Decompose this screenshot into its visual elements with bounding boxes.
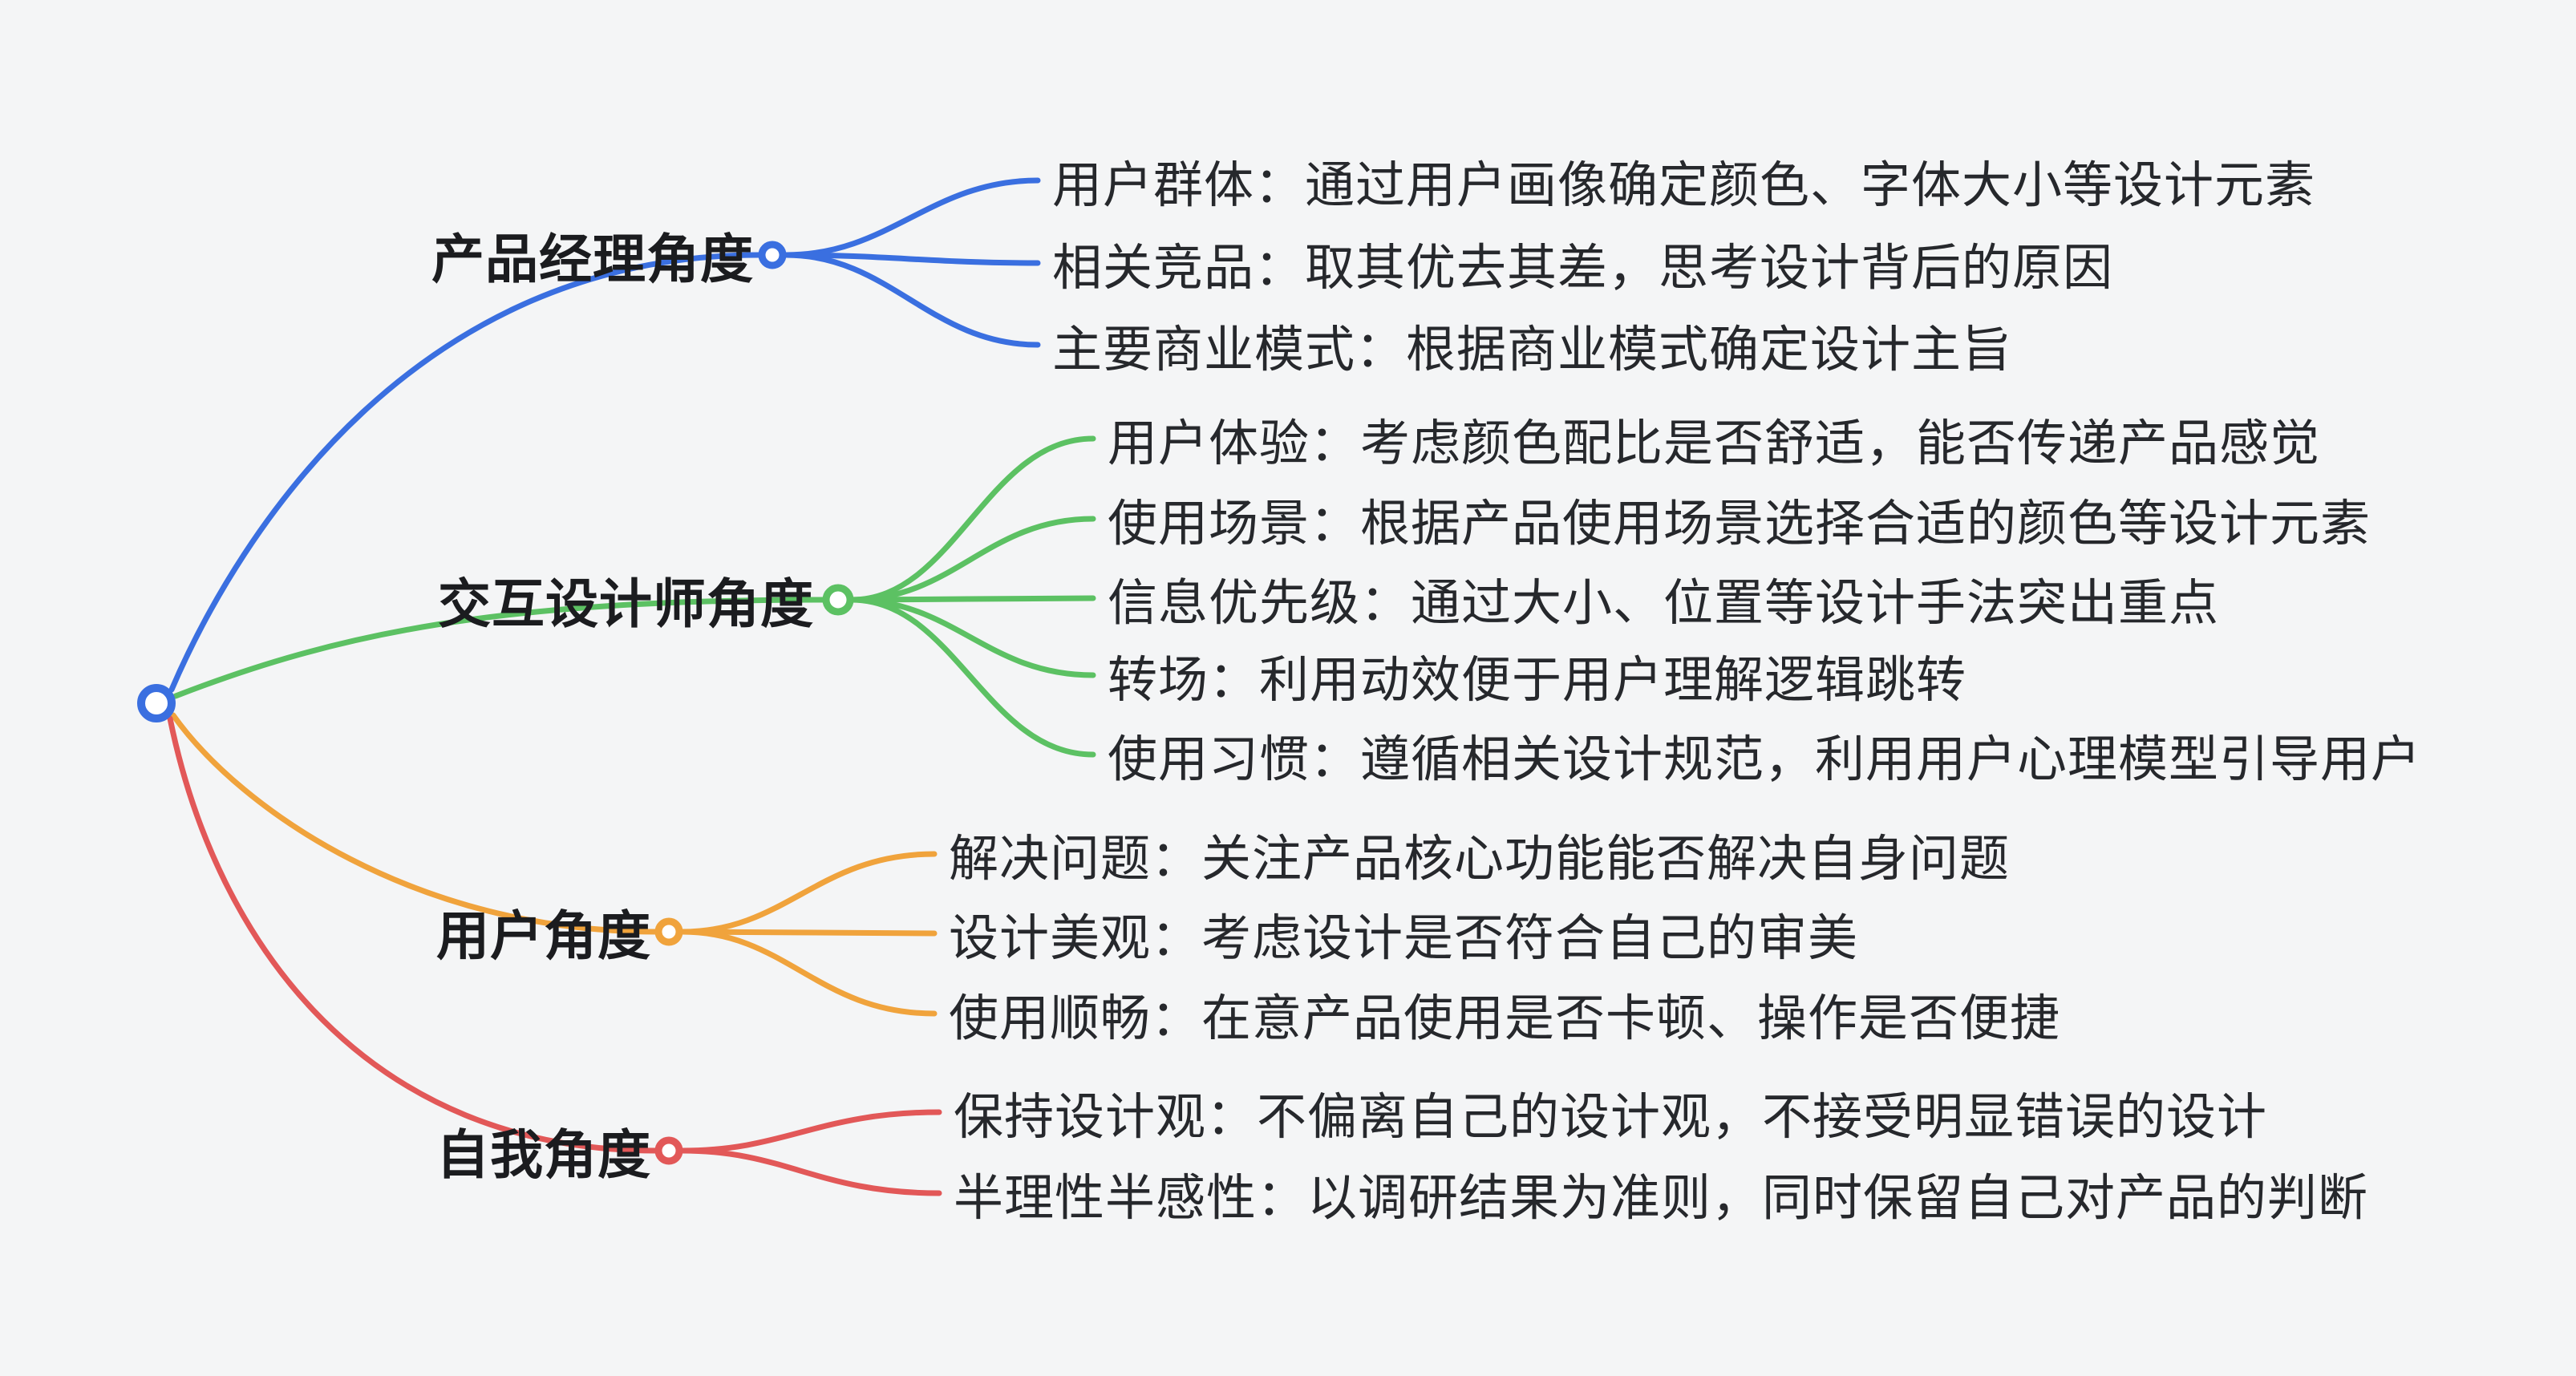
edge-user-child-1: [679, 929, 938, 937]
edge-ixd-child-1: [849, 516, 1096, 603]
leaf-node[interactable]: 相关竞品：取其优去其差，思考设计背后的原因: [1052, 241, 2114, 296]
edge-ixd-child-0: [849, 435, 1096, 603]
leaf-node[interactable]: 解决问题：关注产品核心功能能否解决自身问题: [949, 832, 2011, 887]
edge-ixd-child-4: [849, 597, 1096, 758]
edge-root-to-product-manager: [168, 252, 762, 693]
branch-label-user[interactable]: 用户角度: [436, 906, 651, 965]
edge-ixd-child-2: [849, 595, 1096, 603]
branch-label-self[interactable]: 自我角度: [436, 1125, 651, 1184]
leaf-node[interactable]: 保持设计观：不偏离自己的设计观，不接受明显错误的设计: [954, 1090, 2268, 1145]
leaf-node[interactable]: 使用顺畅：在意产品使用是否卡顿、操作是否便捷: [949, 991, 2061, 1046]
leaf-node[interactable]: 主要商业模式：根据商业模式确定设计主旨: [1052, 322, 2013, 378]
root-node-circle[interactable]: [137, 684, 176, 722]
leaf-node[interactable]: 信息优先级：通过大小、位置等设计手法突出重点: [1108, 576, 2220, 631]
edge-root-to-user: [170, 712, 659, 935]
leaf-node[interactable]: 用户体验：考虑颜色配比是否舒适，能否传递产品感觉: [1108, 416, 2321, 471]
product-manager-node-circle[interactable]: [758, 241, 787, 269]
leaf-node[interactable]: 设计美观：考虑设计是否符合自己的审美: [949, 911, 1859, 966]
branch-label-product-manager[interactable]: 产品经理角度: [431, 229, 754, 289]
edge-self-child-0: [679, 1109, 942, 1154]
edge-pm-child-2: [783, 252, 1041, 348]
leaf-node[interactable]: 使用习惯：遵循相关设计规范，利用用户心理模型引导用户: [1108, 732, 2422, 787]
interaction-designer-node-circle[interactable]: [822, 584, 854, 616]
leaf-node[interactable]: 半理性半感性：以调研结果为准则，同时保留自己对产品的判断: [954, 1171, 2369, 1226]
edge-root-to-interaction-designer: [172, 597, 828, 699]
leaf-node[interactable]: 使用场景：根据产品使用场景选择合适的颜色等设计元素: [1108, 496, 2371, 552]
user-node-circle[interactable]: [654, 917, 683, 946]
edge-self-child-1: [679, 1147, 942, 1196]
branch-label-interaction-designer[interactable]: 交互设计师角度: [438, 574, 814, 633]
edge-user-child-0: [679, 851, 938, 935]
self-node-circle[interactable]: [654, 1136, 683, 1165]
edge-root-to-self: [167, 715, 659, 1154]
edge-pm-child-0: [783, 177, 1041, 258]
edge-ixd-child-3: [849, 597, 1096, 678]
edge-user-child-2: [679, 929, 938, 1017]
leaf-node[interactable]: 用户群体：通过用户画像确定颜色、字体大小等设计元素: [1052, 158, 2316, 213]
edge-pm-child-1: [783, 252, 1041, 266]
leaf-node[interactable]: 转场：利用动效便于用户理解逻辑跳转: [1108, 653, 1967, 708]
